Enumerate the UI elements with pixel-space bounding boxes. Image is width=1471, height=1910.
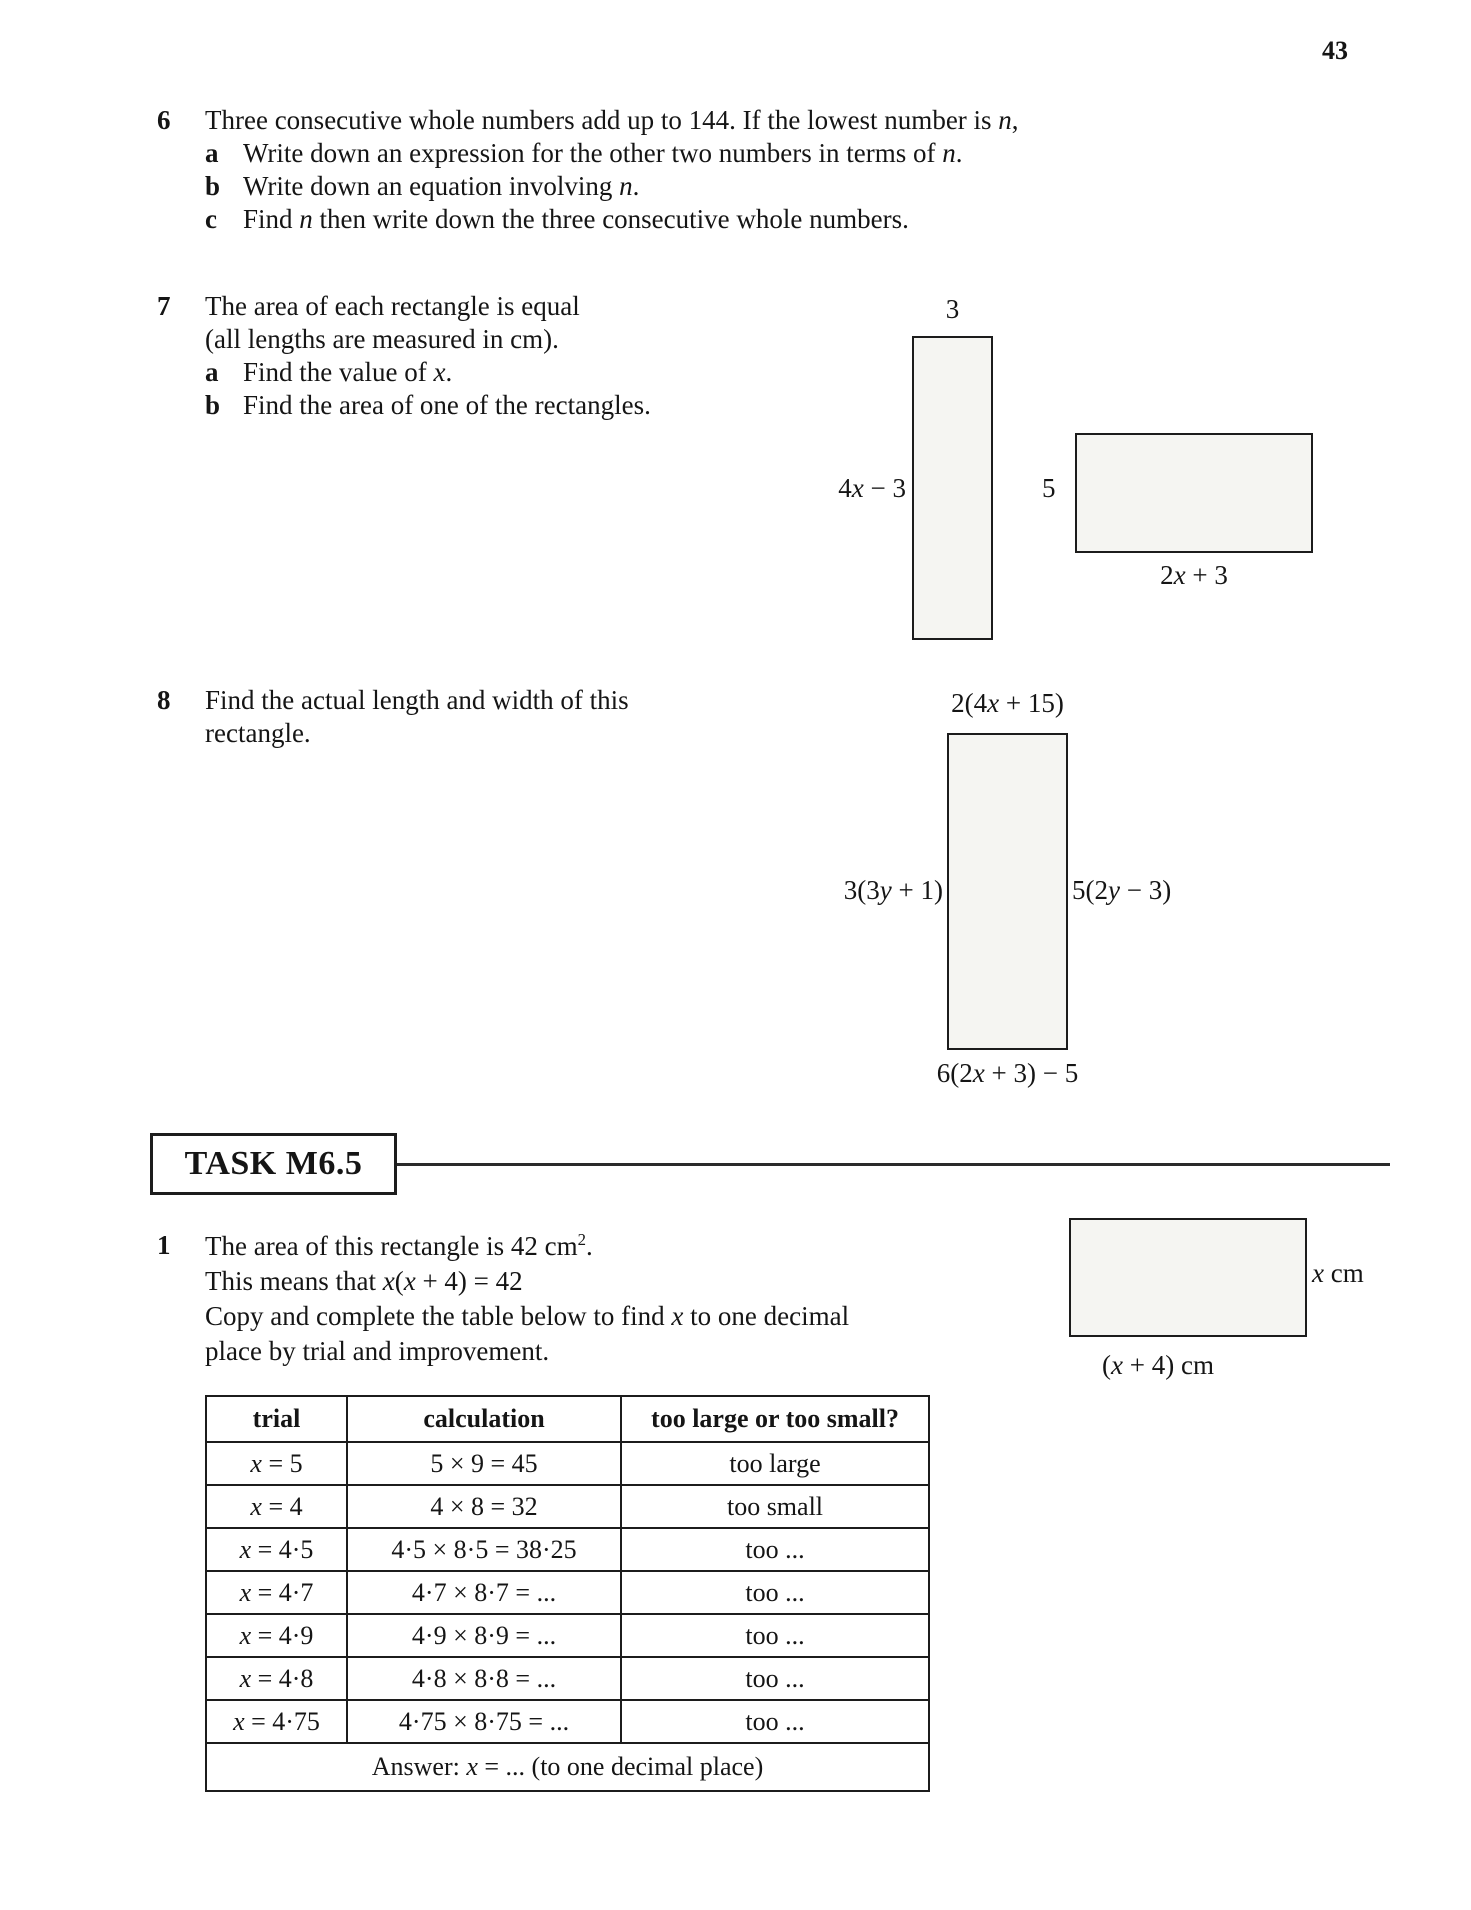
table-row: x = 4·75 4·75 × 8·75 = ... too ... (205, 1699, 930, 1744)
task-question-1: 1 The area of this rectangle is 42 cm2. … (157, 1229, 1037, 1369)
verdict-cell: too ... (620, 1613, 930, 1658)
table-row: x = 4·9 4·9 × 8·9 = ... too ... (205, 1613, 930, 1658)
q7-wide-rect-left-label: 5 (1042, 473, 1056, 503)
header-verdict: too large or too small? (620, 1395, 930, 1443)
task-rule (397, 1163, 1390, 1166)
trial-cell: x = 4·8 (205, 1656, 348, 1701)
table-header-row: trial calculation too large or too small… (205, 1395, 930, 1443)
question-8: 8 Find the actual length and width of th… (157, 684, 857, 750)
question-7-part-b: b Find the area of one of the rectangles… (205, 389, 857, 422)
trial-cell: x = 4·75 (205, 1699, 348, 1744)
question-6-number: 6 (157, 105, 171, 135)
table-row: x = 4·7 4·7 × 8·7 = ... too ... (205, 1570, 930, 1615)
q7-wide-rectangle (1075, 433, 1313, 553)
calculation-cell: 4 × 8 = 32 (346, 1484, 622, 1529)
question-6: 6 Three consecutive whole numbers add up… (157, 104, 1217, 236)
task-title: TASK M6.5 (184, 1145, 363, 1182)
table-row: x = 4 4 × 8 = 32 too small (205, 1484, 930, 1529)
part-text: Find the value of x. (243, 357, 453, 387)
calculation-cell: 5 × 9 = 45 (346, 1441, 622, 1486)
q7-wide-rect-bottom-label: 2x + 3 (1160, 560, 1228, 590)
question-7: 7 The area of each rectangle is equal (a… (157, 290, 857, 422)
table-row: x = 4·5 4·5 × 8·5 = 38·25 too ... (205, 1527, 930, 1572)
trial-cell: x = 4 (205, 1484, 348, 1529)
q1-rect-right-label: x cm (1312, 1258, 1364, 1288)
question-7-intro-line1: The area of each rectangle is equal (205, 291, 580, 321)
task-box: TASK M6.5 (150, 1133, 397, 1195)
trial-cell: x = 5 (205, 1441, 348, 1486)
question-6-intro: Three consecutive whole numbers add up t… (205, 105, 1019, 135)
header-calculation: calculation (346, 1395, 622, 1443)
part-label: a (205, 357, 219, 387)
part-label: c (205, 204, 217, 234)
table-row: x = 4·8 4·8 × 8·8 = ... too ... (205, 1656, 930, 1701)
q7-tall-rect-top-label: 3 (945, 294, 960, 324)
part-text: Find n then write down the three consecu… (243, 204, 909, 234)
part-label: b (205, 171, 221, 201)
question-6-part-c: c Find n then write down the three conse… (205, 203, 1217, 236)
part-label: b (205, 390, 221, 420)
q7-tall-rect-left-label: 4x − 3 (838, 473, 906, 503)
question-8-intro-line2: rectangle. (205, 718, 311, 748)
question-7-intro-line2: (all lengths are measured in cm). (205, 324, 559, 354)
answer-cell: Answer: x = ... (to one decimal place) (205, 1742, 930, 1792)
q1-line-1: The area of this rectangle is 42 cm2. (205, 1230, 593, 1261)
calculation-cell: 4·7 × 8·7 = ... (346, 1570, 622, 1615)
trial-cell: x = 4·9 (205, 1613, 348, 1658)
verdict-cell: too small (620, 1484, 930, 1529)
part-label: a (205, 138, 219, 168)
question-7-part-a: a Find the value of x. (205, 356, 857, 389)
q7-tall-rectangle (912, 336, 993, 640)
calculation-cell: 4·8 × 8·8 = ... (346, 1656, 622, 1701)
table-answer-row: Answer: x = ... (to one decimal place) (205, 1742, 930, 1792)
table-row: x = 5 5 × 9 = 45 too large (205, 1441, 930, 1486)
part-text: Write down an expression for the other t… (243, 138, 963, 168)
verdict-cell: too ... (620, 1570, 930, 1615)
verdict-cell: too ... (620, 1699, 930, 1744)
q1-rect-bottom-label: (x + 4) cm (1102, 1350, 1214, 1380)
verdict-cell: too ... (620, 1656, 930, 1701)
trial-table: trial calculation too large or too small… (205, 1395, 930, 1792)
q8-rect-left-label: 3(3y + 1) (843, 875, 943, 905)
question-6-part-a: a Write down an expression for the other… (205, 137, 1217, 170)
task-question-1-number: 1 (157, 1230, 171, 1260)
page-number: 43 (1322, 36, 1348, 65)
q1-line-3: Copy and complete the table below to fin… (205, 1301, 850, 1331)
question-8-intro-line1: Find the actual length and width of this (205, 685, 629, 715)
q8-rect-top-label: 2(4x + 15) (951, 688, 1064, 718)
q1-rectangle (1069, 1218, 1307, 1337)
part-text: Find the area of one of the rectangles. (243, 390, 651, 420)
verdict-cell: too ... (620, 1527, 930, 1572)
part-text: Write down an equation involving n. (243, 171, 640, 201)
q8-rectangle (947, 733, 1068, 1050)
calculation-cell: 4·9 × 8·9 = ... (346, 1613, 622, 1658)
trial-cell: x = 4·5 (205, 1527, 348, 1572)
q1-line-2: This means that x(x + 4) = 42 (205, 1266, 523, 1296)
header-trial: trial (205, 1395, 348, 1443)
calculation-cell: 4·5 × 8·5 = 38·25 (346, 1527, 622, 1572)
question-8-number: 8 (157, 685, 171, 715)
q8-rect-bottom-label: 6(2x + 3) − 5 (936, 1058, 1079, 1088)
verdict-cell: too large (620, 1441, 930, 1486)
question-7-number: 7 (157, 291, 171, 321)
calculation-cell: 4·75 × 8·75 = ... (346, 1699, 622, 1744)
q1-line-4: place by trial and improvement. (205, 1336, 550, 1366)
trial-cell: x = 4·7 (205, 1570, 348, 1615)
question-6-part-b: b Write down an equation involving n. (205, 170, 1217, 203)
q8-rect-right-label: 5(2y − 3) (1072, 875, 1172, 905)
